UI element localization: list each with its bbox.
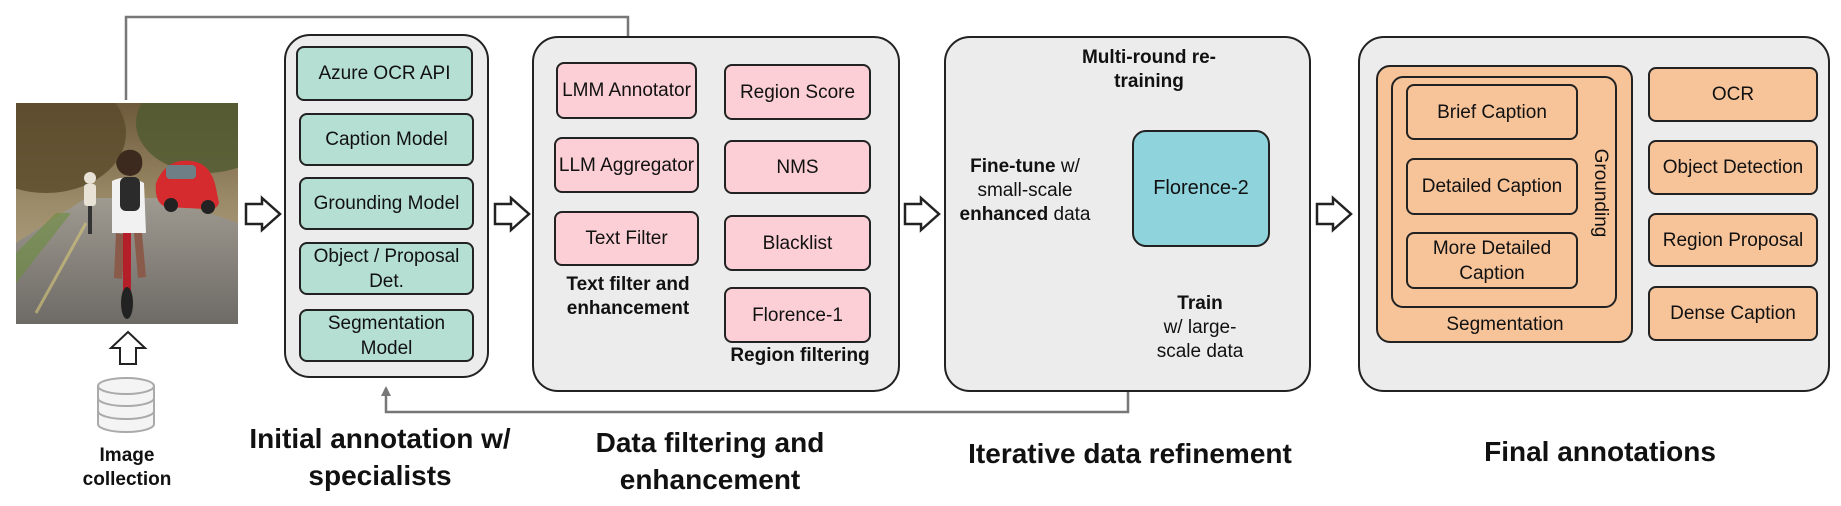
florence2-box: Florence-2	[1132, 130, 1270, 247]
stage4-title: Final annotations	[1484, 436, 1716, 467]
segmentation-label: Segmentation	[1446, 314, 1564, 335]
finetune-text1: w/	[1055, 156, 1080, 177]
grounding-label: Grounding	[1590, 148, 1611, 238]
segmentation-model-box: Segmentation Model	[299, 309, 474, 362]
stage2-title: Data filtering and enhancement	[595, 427, 825, 495]
train-bold: Train	[1177, 293, 1223, 314]
stage-arrow-4	[1315, 195, 1353, 233]
finetune-label: Fine-tune w/ small-scale enhanced data	[952, 155, 1098, 227]
train-text: w/ large-scale data	[1156, 317, 1244, 362]
object-proposal-box: Object / Proposal Det.	[299, 242, 474, 295]
stage-arrow-2	[493, 195, 531, 233]
llm-aggregator-box: LLM Aggregator	[554, 137, 699, 193]
region-score-box: Region Score	[724, 64, 871, 120]
text-filter-box: Text Filter	[554, 211, 699, 266]
dense-caption-box: Dense Caption	[1648, 286, 1818, 341]
object-detection-box: Object Detection	[1648, 140, 1818, 195]
ocr-box: OCR	[1648, 67, 1818, 122]
finetune-text3: data	[1048, 204, 1091, 225]
lmm-annotator-box: LMM Annotator	[556, 62, 697, 119]
nms-box: NMS	[724, 140, 871, 194]
region-filtering-label: Region filtering	[730, 345, 870, 366]
blacklist-box: Blacklist	[724, 215, 871, 271]
stage-arrow-1	[244, 195, 282, 233]
finetune-bold: Fine-tune	[970, 156, 1056, 177]
input-image	[16, 103, 238, 324]
finetune-text2: small-scale	[977, 180, 1073, 201]
refinement-feedback-connector	[381, 386, 1130, 414]
grounding-model-box: Grounding Model	[299, 177, 474, 230]
database-icon	[97, 377, 155, 433]
grounding-group	[1391, 76, 1617, 308]
detailed-caption-box: Detailed Caption	[1406, 158, 1578, 215]
stage3-title: Iterative data refinement	[968, 438, 1292, 469]
image-collection-label: Image collection	[82, 445, 172, 490]
text-filter-label: Text filter and enhancement	[566, 274, 690, 319]
stage-arrow-3	[903, 195, 941, 233]
more-detailed-caption-box: More Detailed Caption	[1406, 232, 1578, 289]
caption-model-box: Caption Model	[299, 113, 474, 166]
upload-arrow-icon	[108, 330, 148, 365]
azure-ocr-box: Azure OCR API	[296, 46, 473, 101]
brief-caption-box: Brief Caption	[1406, 84, 1578, 140]
retraining-label: Multi-round re-training	[1081, 47, 1217, 92]
region-proposal-box: Region Proposal	[1648, 213, 1818, 267]
stage1-title: Initial annotation w/ specialists	[249, 423, 511, 491]
florence1-box: Florence-1	[724, 287, 871, 343]
enhanced-bold: enhanced	[959, 204, 1049, 225]
